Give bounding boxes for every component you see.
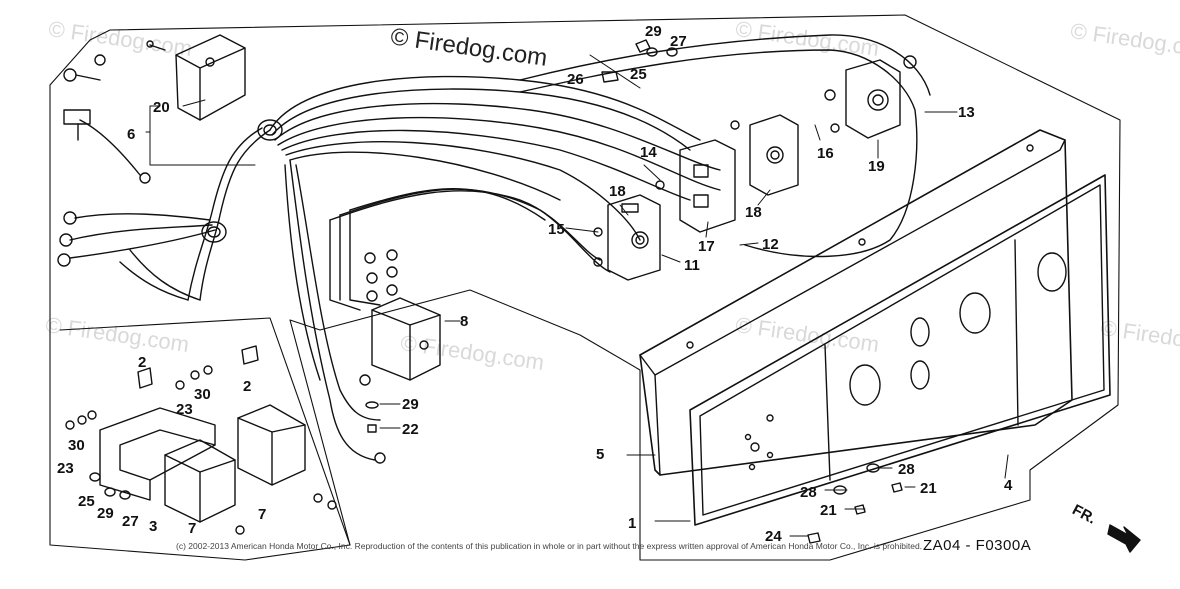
callout-25: 25 bbox=[630, 66, 647, 83]
callout-28: 28 bbox=[800, 484, 817, 501]
callout-25: 25 bbox=[78, 493, 95, 510]
washer-bolt bbox=[365, 401, 379, 433]
callout-18: 18 bbox=[609, 183, 626, 200]
part-7-module-b bbox=[237, 404, 306, 486]
part-17-outlet bbox=[679, 139, 736, 233]
callout-27: 27 bbox=[670, 33, 687, 50]
callout-15: 15 bbox=[548, 221, 565, 238]
callout-16: 16 bbox=[817, 145, 834, 162]
callout-4: 4 bbox=[1004, 477, 1013, 494]
part-19-outlet bbox=[845, 59, 901, 139]
part-7-module-a bbox=[164, 439, 236, 523]
callout-20: 20 bbox=[153, 99, 170, 116]
callout-18: 18 bbox=[745, 204, 762, 221]
part-8-breaker bbox=[371, 297, 441, 381]
callout-8: 8 bbox=[460, 313, 468, 330]
callout-7: 7 bbox=[258, 506, 266, 523]
callout-29: 29 bbox=[97, 505, 114, 522]
callout-22: 22 bbox=[402, 421, 419, 438]
callout-1: 1 bbox=[628, 515, 636, 532]
callout-labels: 1 2 2 3 4 5 6 7 7 8 11 12 13 14 15 16 17… bbox=[57, 23, 1013, 545]
callout-26: 26 bbox=[567, 71, 584, 88]
wire-harness bbox=[69, 34, 931, 461]
callout-13: 13 bbox=[958, 104, 975, 121]
copyright-notice: (c) 2002-2013 American Honda Motor Co., … bbox=[176, 541, 923, 551]
callout-17: 17 bbox=[698, 238, 715, 255]
callout-23: 23 bbox=[57, 460, 74, 477]
connector-plug bbox=[63, 109, 91, 141]
control-panel bbox=[639, 129, 1111, 526]
callout-11: 11 bbox=[684, 257, 700, 274]
callout-24: 24 bbox=[765, 528, 782, 545]
diagram-code: ZA04 - F0300A bbox=[923, 537, 1032, 554]
small-hardware bbox=[65, 345, 337, 535]
leader-lines bbox=[145, 99, 1009, 537]
front-arrow bbox=[1107, 524, 1141, 553]
callout-27: 27 bbox=[122, 513, 139, 530]
callout-6: 6 bbox=[127, 126, 135, 143]
callout-21: 21 bbox=[920, 480, 937, 497]
bracket-part-3 bbox=[99, 407, 216, 501]
callout-12: 12 bbox=[762, 236, 779, 253]
callout-30: 30 bbox=[194, 386, 211, 403]
ring-terminals bbox=[57, 54, 917, 464]
callout-3: 3 bbox=[149, 518, 157, 535]
callout-2: 2 bbox=[243, 378, 251, 395]
callout-30: 30 bbox=[68, 437, 85, 454]
callout-23: 23 bbox=[176, 401, 193, 418]
callout-14: 14 bbox=[640, 144, 657, 161]
callout-21: 21 bbox=[820, 502, 837, 519]
part-18-outlet-b bbox=[749, 114, 799, 196]
callout-29: 29 bbox=[402, 396, 419, 413]
callout-19: 19 bbox=[868, 158, 885, 175]
callout-7: 7 bbox=[188, 520, 196, 537]
grommet bbox=[201, 119, 283, 243]
callout-5: 5 bbox=[596, 446, 604, 463]
assembly-boundary bbox=[49, 14, 1121, 561]
part-20-module bbox=[146, 34, 246, 121]
callout-28: 28 bbox=[898, 461, 915, 478]
nut-group-top bbox=[589, 39, 678, 89]
callout-2: 2 bbox=[138, 354, 146, 371]
callout-29: 29 bbox=[645, 23, 662, 40]
part-18-outlet-a bbox=[607, 194, 661, 281]
